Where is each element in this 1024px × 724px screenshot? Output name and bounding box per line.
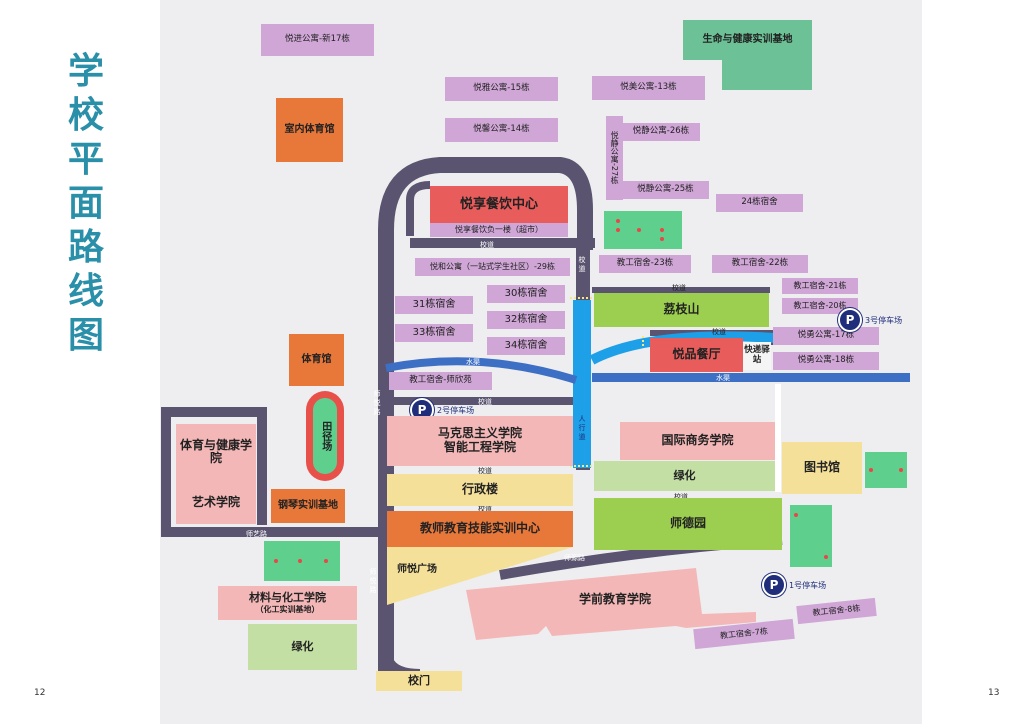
inner-road — [406, 181, 431, 236]
building-yuemei-13: 悦美公寓-13栋 — [592, 76, 705, 100]
road-label-shiyi: 师艺路 — [246, 530, 267, 538]
building-yuejing-25: 悦静公寓-25栋 — [622, 181, 709, 199]
title-char: 面 — [67, 183, 104, 224]
building-library: 图书馆 — [782, 442, 862, 494]
road-label-xiaodao-vertical: 校道 — [578, 256, 586, 273]
parking-1[interactable]: P 1号停车场 — [762, 573, 826, 597]
road-label-shuiqu: 水渠 — [466, 358, 480, 366]
building-preschool: 学前教育学院 — [578, 592, 651, 607]
building-pe-arts: 体育与健康学院 艺术学院 — [176, 424, 256, 524]
building-teacher-training: 教师教育技能实训中心 — [387, 511, 573, 547]
building-staff-22: 教工宿舍-22栋 — [712, 255, 808, 273]
building-dorm-24: 24栋宿舍 — [716, 194, 803, 212]
area-greening-2: 绿化 — [248, 624, 357, 670]
page-title: 学 校 平 面 路 线 图 — [58, 50, 114, 358]
area-lizhi-mountain: 荔枝山 — [594, 293, 769, 327]
building-yuepin-canteen: 悦品餐厅 — [650, 338, 743, 372]
building-chem-base: （化工实训基地） — [255, 604, 320, 614]
parking-label: 1号停车场 — [789, 580, 827, 590]
road-label-xiaodao: 校道 — [712, 328, 726, 336]
building-dorm-32: 32栋宿舍 — [487, 311, 565, 329]
title-char: 路 — [67, 227, 104, 268]
building-staff-23: 教工宿舍-23栋 — [599, 255, 691, 273]
title-char: 校 — [67, 95, 104, 136]
parking-3[interactable]: P 3号停车场 — [838, 308, 902, 332]
road-label-xiaodao: 校道 — [480, 241, 494, 249]
road-label-xiaodao: 校道 — [478, 467, 492, 475]
building-indoor-gym: 室内体育馆 — [276, 98, 343, 162]
road-label-xiaodao: 校道 — [674, 493, 688, 501]
parking-icon: P — [762, 573, 786, 597]
road-label-renxingdao: 人行道 — [578, 415, 586, 441]
pedestrian-road — [573, 300, 591, 468]
building-dorm-30: 30栋宿舍 — [487, 285, 565, 303]
building-yueyong-18: 悦勇公寓-18栋 — [773, 352, 879, 370]
campus-gate[interactable]: 校门 — [376, 671, 462, 691]
gate-road — [379, 600, 421, 683]
building-staff-21: 教工宿舍-21栋 — [782, 278, 858, 294]
building-yueya-15: 悦雅公寓-15栋 — [445, 77, 558, 101]
parking-icon: P — [838, 308, 862, 332]
road-label-shiyue-vertical-bottom: 师悦路 — [369, 568, 377, 594]
building-express-station: 快递驿站 — [743, 342, 771, 370]
road-label-xiaodao: 校道 — [478, 505, 492, 513]
title-char: 平 — [67, 139, 104, 180]
building-staff-20: 教工宿舍-20栋 — [782, 298, 858, 314]
building-marx: 马克思主义学院 — [437, 426, 522, 441]
building-life-health-base-ext — [722, 58, 812, 90]
building-dining-b1: 悦享餐饮负一楼（超市） — [430, 223, 568, 237]
title-char: 学 — [67, 51, 104, 92]
building-dorm-34: 34栋宿舍 — [487, 337, 565, 355]
page-number-right: 13 — [988, 688, 1000, 698]
building-dorm-31: 31栋宿舍 — [395, 296, 473, 314]
area-shide-garden: 师德园 — [594, 498, 782, 550]
building-dining-center: 悦享餐饮中心 — [430, 186, 568, 224]
building-yuehe-29: 悦和公寓（一站式学生社区）-29栋 — [415, 258, 570, 276]
shiyi-road — [161, 407, 386, 537]
building-admin: 行政楼 — [387, 474, 573, 506]
title-char: 线 — [67, 271, 104, 312]
building-yuejing-26: 悦静公寓-26栋 — [622, 123, 700, 141]
shiyue-square-shape — [387, 547, 573, 605]
area-greening-1: 绿化 — [594, 461, 775, 491]
building-materials-chem: 材料与化工学院 （化工实训基地） — [218, 586, 357, 620]
preschool-shape — [466, 568, 756, 640]
page-number-left: 12 — [34, 688, 46, 698]
court-top — [604, 211, 682, 249]
road-label-shiyuan: 师源路 — [564, 554, 585, 562]
building-materials: 材料与化工学院 — [249, 591, 326, 605]
building-marx-smart: 马克思主义学院 智能工程学院 — [387, 416, 573, 466]
area-shiyue-square: 师悦广场 — [397, 564, 437, 576]
parking-label: 3号停车场 — [865, 315, 903, 325]
road-label-shiyue-vertical: 师悦路 — [373, 390, 381, 416]
building-dorm-33: 33栋宿舍 — [395, 324, 473, 342]
parking-label: 2号停车场 — [437, 405, 475, 415]
loop-road — [378, 157, 593, 680]
building-arts: 艺术学院 — [191, 494, 240, 509]
building-yuejing-27: 悦静公寓-27栋 — [606, 116, 623, 200]
track-field-label: 田径场 — [313, 398, 337, 474]
court-library — [865, 452, 907, 488]
building-life-health-base: 生命与健康实训基地 — [683, 20, 812, 60]
building-staff-shixin: 教工宿舍-师欣苑 — [389, 372, 492, 390]
court-bottom-left — [264, 541, 340, 581]
road-label-xiaodao: 校道 — [672, 284, 686, 292]
building-pe-health: 体育与健康学院 — [179, 437, 252, 466]
building-piano-base: 钢琴实训基地 — [271, 489, 345, 523]
title-char: 图 — [67, 315, 104, 356]
track-field: 田径场 — [306, 391, 344, 481]
building-smart-eng: 智能工程学院 — [443, 440, 516, 454]
building-yuexin-14: 悦馨公寓-14栋 — [445, 118, 558, 142]
road-label-shuiqu: 水渠 — [716, 374, 730, 382]
building-intl-business: 国际商务学院 — [620, 422, 775, 460]
canal-main — [592, 373, 910, 382]
court-right — [790, 505, 832, 567]
road-label-xiaodao: 校道 — [478, 398, 492, 406]
building-gym: 体育馆 — [289, 334, 344, 386]
canal-left — [385, 357, 578, 384]
building-yuejin-17: 悦进公寓-新17栋 — [261, 24, 374, 56]
